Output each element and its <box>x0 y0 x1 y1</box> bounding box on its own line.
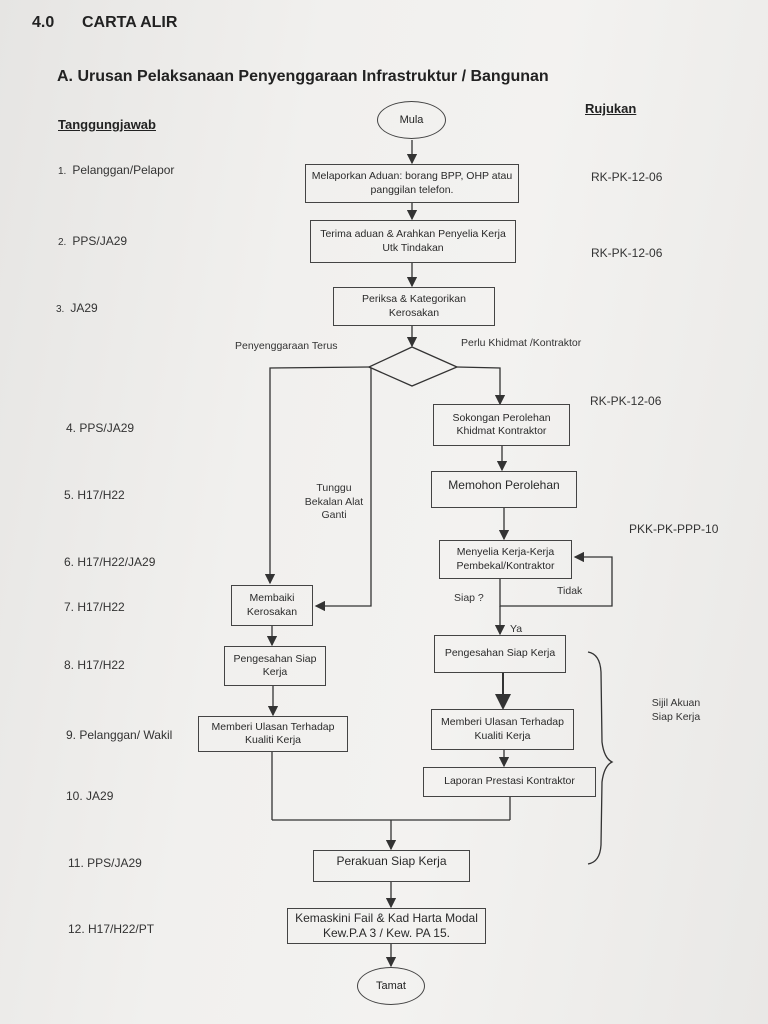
responsibility-7: 7. H17/H22 <box>64 600 125 614</box>
brace <box>587 651 614 865</box>
step-supervise-contractor: Menyelia Kerja-Kerja Pembekal/Kontraktor <box>439 540 572 579</box>
section-number: 4.0 <box>32 14 55 31</box>
responsibility-6: 6. H17/H22/JA29 <box>64 555 156 569</box>
responsibility-1: 1.Pelanggan/Pelapor <box>58 163 175 177</box>
step-contractor-report: Laporan Prestasi Kontraktor <box>423 767 596 797</box>
step-quality-feedback-right: Memberi Ulasan Terhadap Kualiti Kerja <box>431 709 574 750</box>
brace-note: Sijil Akuan Siap Kerja <box>651 697 701 723</box>
responsibility-10: 10. JA29 <box>66 789 114 803</box>
process-subtitle: A. Urusan Pelaksanaan Penyenggaraan Infr… <box>57 68 549 85</box>
step-repair-damage: Membaiki Kerosakan <box>231 585 313 626</box>
label-yes: Ya <box>510 623 523 635</box>
responsibility-3: 3.JA29 <box>56 301 98 315</box>
step-update-asset-records: Kemaskini Fail & Kad Harta Modal Kew.P.A… <box>287 908 486 944</box>
step-inspect-categorize: Periksa & Kategorikan Kerosakan <box>333 287 495 326</box>
section-title: CARTA ALIR <box>82 14 178 31</box>
responsibility-5: 5. H17/H22 <box>64 488 125 502</box>
branch-label-contractor: Perlu Khidmat /Kontraktor <box>461 337 582 349</box>
responsibility-11: 11. PPS/JA29 <box>68 856 142 870</box>
reference-4: PKK-PK-PPP-10 <box>629 522 719 536</box>
responsibility-12: 12. H17/H22/PT <box>68 922 155 936</box>
reference-3: RK-PK-12-06 <box>590 394 662 408</box>
step-confirm-completion-left: Pengesahan Siap Kerja <box>224 646 326 686</box>
branch-label-direct: Penyenggaraan Terus <box>235 340 338 352</box>
step-quality-feedback-left: Memberi Ulasan Terhadap Kualiti Kerja <box>198 716 348 752</box>
end-terminal: Tamat <box>357 967 425 1005</box>
column-header-reference: Rujukan <box>585 101 637 116</box>
start-terminal: Mula <box>377 101 446 139</box>
reference-1: RK-PK-12-06 <box>591 170 663 184</box>
label-no: Tidak <box>557 585 583 597</box>
responsibility-2: 2.PPS/JA29 <box>58 234 128 248</box>
wait-spare-parts-label: Tunggu Bekalan Alat Ganti <box>304 482 364 522</box>
step-confirm-completion-right: Pengesahan Siap Kerja <box>434 635 566 673</box>
step-report-complaint: Melaporkan Aduan: borang BPP, OHP atau p… <box>305 164 519 203</box>
responsibility-9: 9. Pelanggan/ Wakil <box>66 728 173 742</box>
step-work-completion-certificate: Perakuan Siap Kerja <box>313 850 470 882</box>
reference-2: RK-PK-12-06 <box>591 246 663 260</box>
step-apply-procurement: Memohon Perolehan <box>431 471 577 508</box>
decision-diamond <box>367 346 459 387</box>
step-receive-complaint: Terima aduan & Arahkan Penyelia Kerja Ut… <box>310 220 516 263</box>
step-procurement-support: Sokongan Perolehan Khidmat Kontraktor <box>433 404 570 446</box>
responsibility-4: 4. PPS/JA29 <box>66 421 135 435</box>
responsibility-8: 8. H17/H22 <box>64 658 125 672</box>
column-header-responsible: Tanggungjawab <box>58 117 156 132</box>
decision-complete-label: Siap ? <box>454 592 484 604</box>
